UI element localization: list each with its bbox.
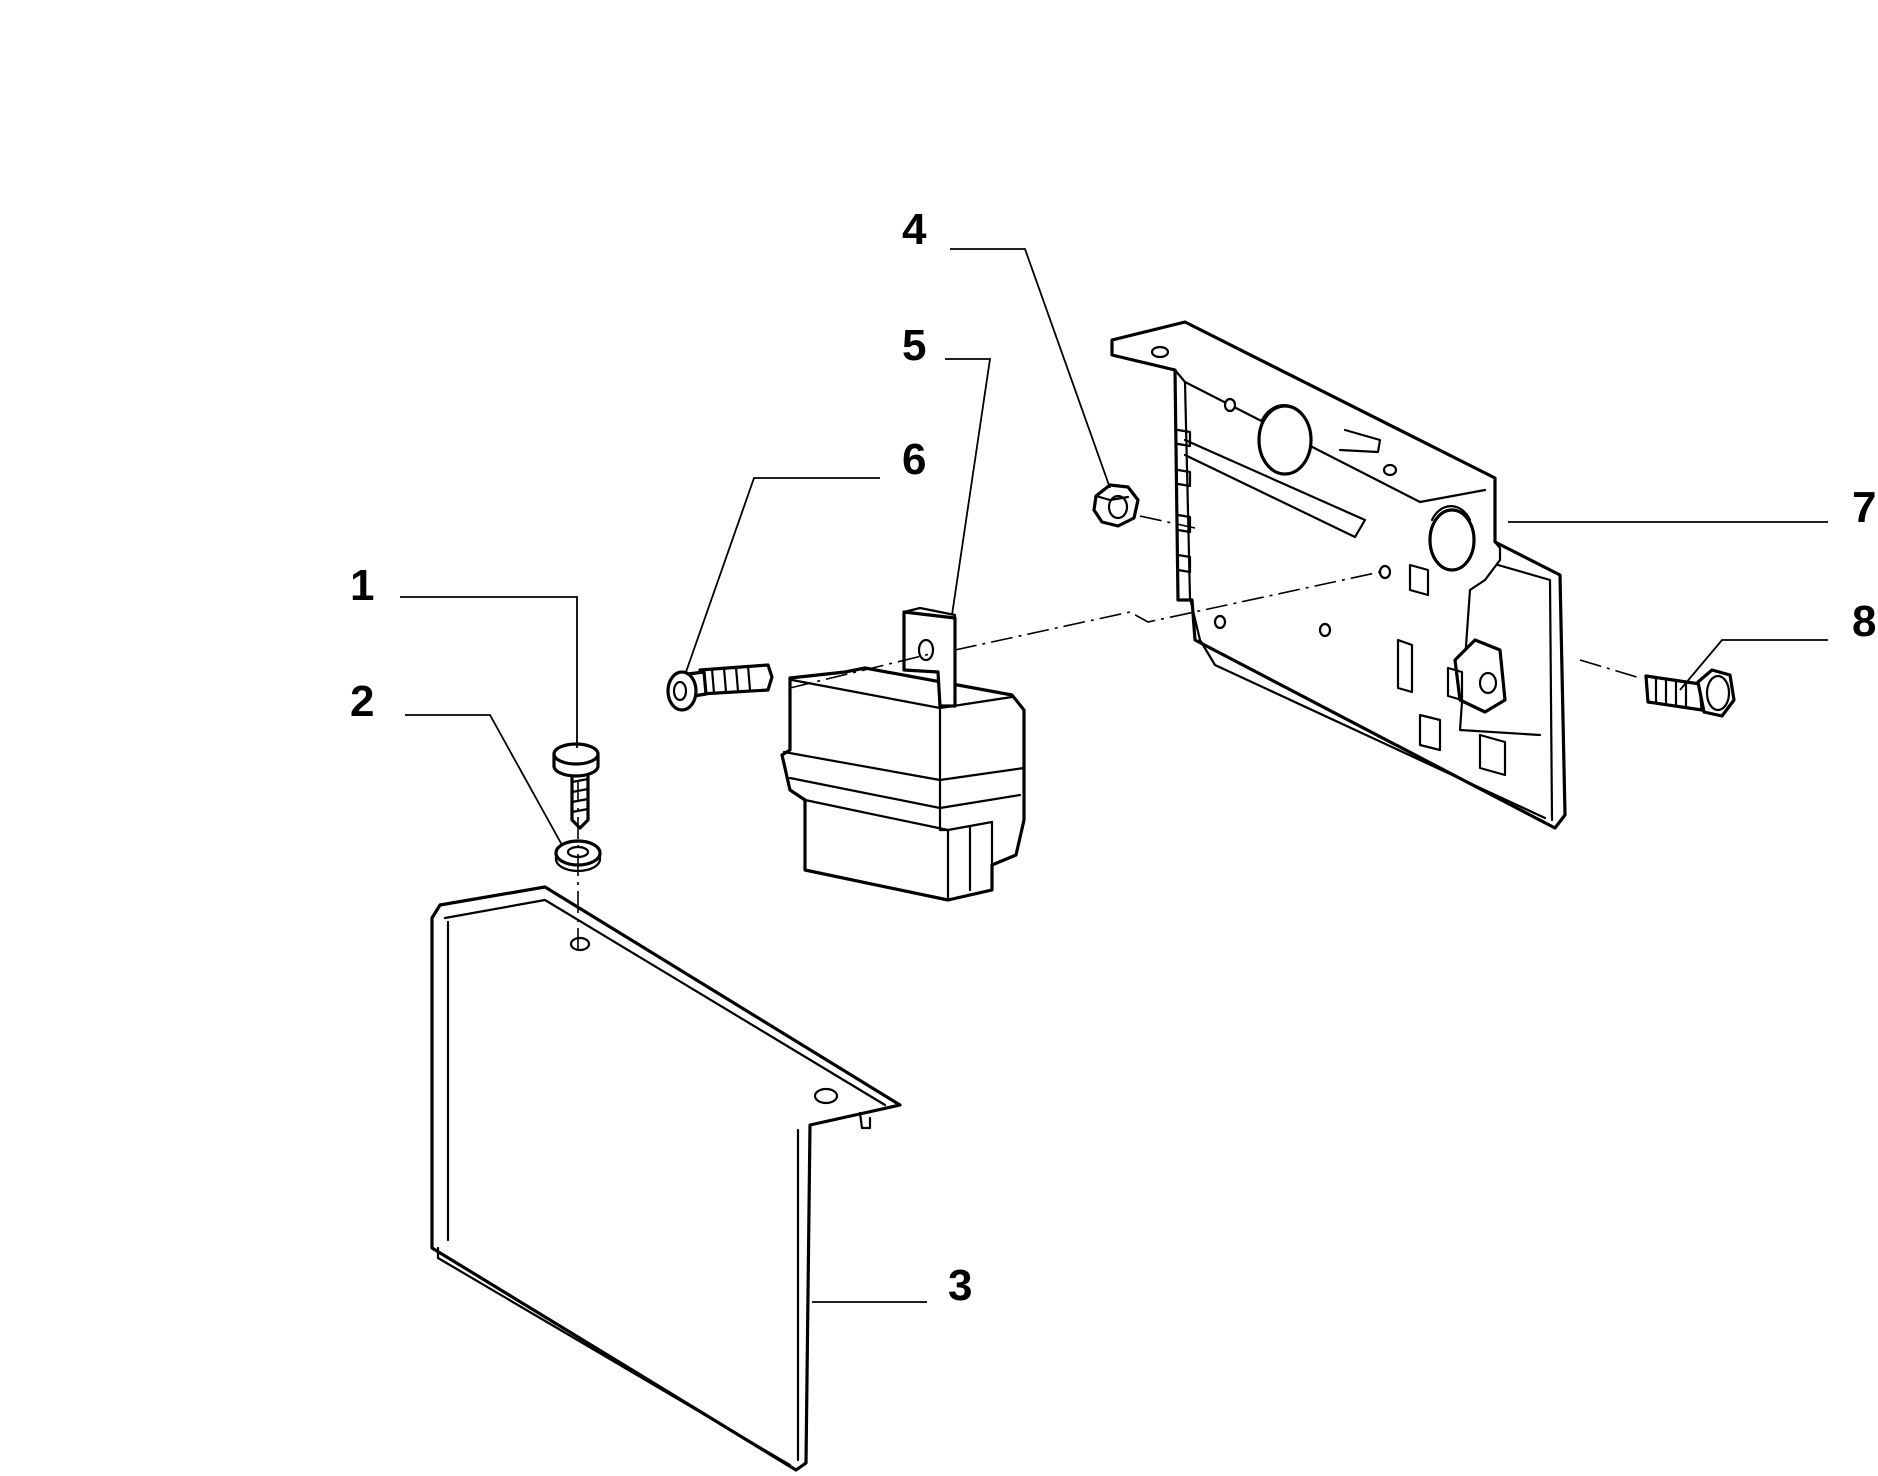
callout-4: 4 <box>902 205 927 254</box>
callout-2: 2 <box>350 677 374 726</box>
callout-1: 1 <box>350 561 374 610</box>
part-3-cover-plate <box>430 885 902 1472</box>
leader-8 <box>1679 639 1828 691</box>
part-5-control-unit <box>780 606 1026 902</box>
part-7-mounting-bracket <box>1110 320 1567 830</box>
part-2-washer <box>554 839 602 873</box>
part-1-screw <box>552 742 600 830</box>
leader-4 <box>950 248 1111 489</box>
callout-8: 8 <box>1852 597 1876 646</box>
axis-nut-bracket <box>1139 515 1196 529</box>
callout-7: 7 <box>1852 483 1876 532</box>
leader-2 <box>405 714 563 846</box>
axis-bolt6-unit-bracket <box>789 571 1381 689</box>
leader-1 <box>400 596 578 748</box>
callout-6: 6 <box>902 435 926 484</box>
callout-3: 3 <box>948 1261 972 1310</box>
part-8-bolt <box>1644 668 1736 718</box>
part-4-nut <box>1092 483 1140 528</box>
leader-6 <box>685 477 880 673</box>
callout-labels: 1 2 3 4 5 6 7 8 <box>350 205 1876 1310</box>
callout-5: 5 <box>902 321 926 370</box>
part-6-bolt <box>666 663 774 712</box>
leader-lines <box>400 248 1828 1303</box>
leader-5 <box>945 358 992 616</box>
axis-bolt8-bracket <box>1579 659 1641 679</box>
